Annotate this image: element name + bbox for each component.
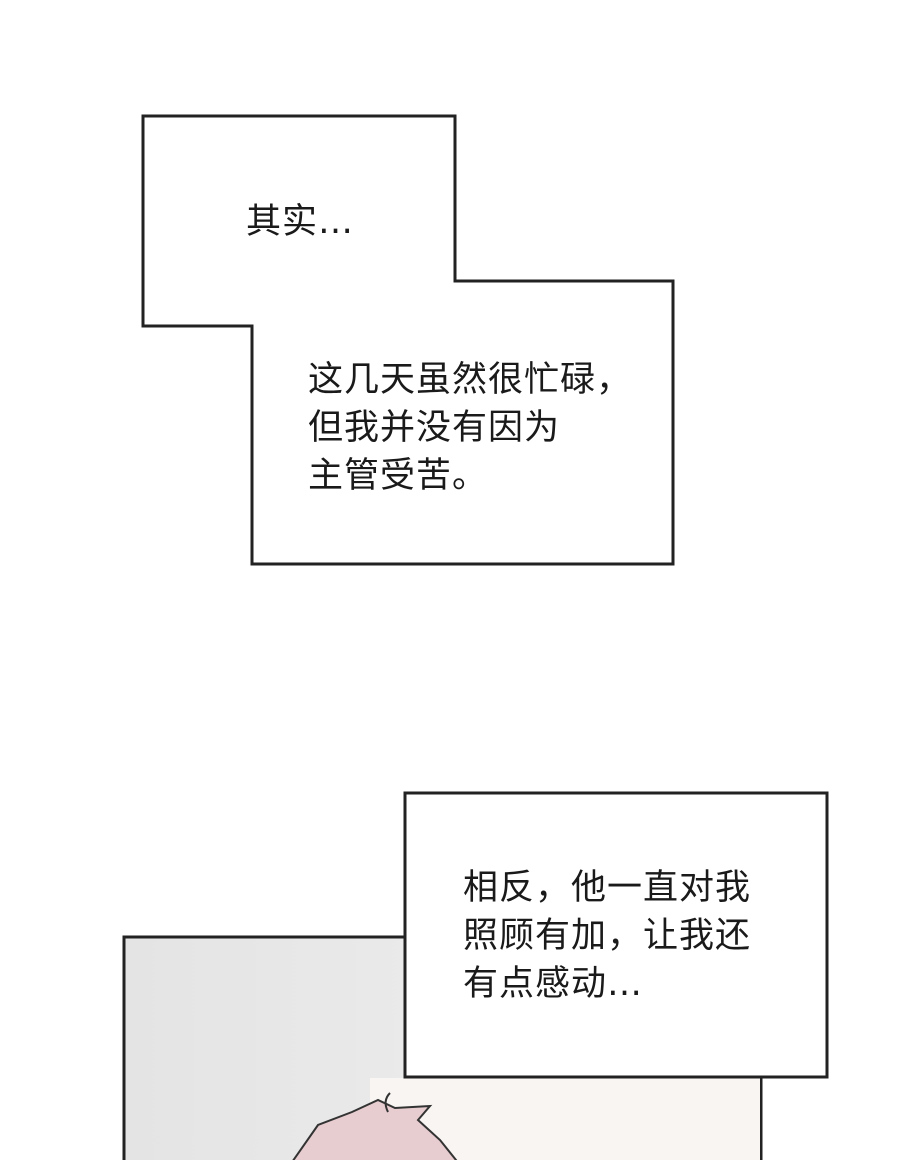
caption-line: 主管受苦。 [308,456,489,496]
caption-line: 但我并没有因为 [308,408,561,448]
caption-line: 相反，他一直对我 [463,868,752,908]
hair-strand [384,1092,391,1113]
caption-text-2: 这几天虽然很忙碌， 但我并没有因为 主管受苦。 [308,356,632,500]
caption-line: 其实… [246,202,355,242]
caption-line: 照顾有加，让我还 [463,916,752,956]
caption-line: 这几天虽然很忙碌， [308,360,633,400]
caption-text-3: 相反，他一直对我 照顾有加，让我还 有点感动… [463,864,751,1008]
caption-box-1 [141,114,675,566]
caption-box-2 [403,791,829,1079]
caption-line: 有点感动… [463,964,644,1004]
character-hair [292,1098,458,1160]
caption-text-1: 其实… [246,198,354,246]
